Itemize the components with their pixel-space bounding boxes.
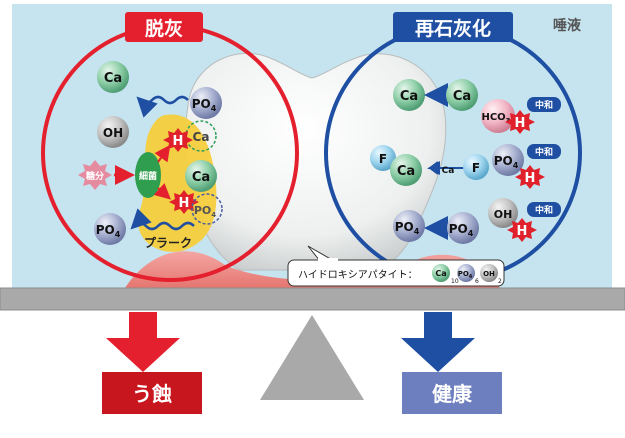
po4-ion-r3b [447, 212, 479, 244]
ca-ion-enamel [185, 160, 217, 192]
bacteria-label: 細菌 [139, 170, 157, 182]
health-outcome-box [402, 372, 502, 414]
po4-ion [190, 87, 222, 119]
oh-label: OH [103, 126, 123, 140]
h-r2-label: H [525, 171, 536, 186]
ca-r1b-label: Ca [453, 89, 471, 104]
bacteria-to-h-arrow-bottom [153, 183, 171, 200]
health-outcome-label: 健康 [432, 382, 473, 406]
health-arrow [401, 312, 475, 372]
h-ion-star-r1 [505, 110, 535, 134]
formula-oh-label: OH [483, 270, 495, 278]
neutralize-badge-2 [527, 144, 561, 159]
ca-dissolving-label: Ca [193, 130, 210, 144]
h-ion-star [163, 128, 193, 152]
oh-ion-r3 [488, 198, 518, 228]
hydroxyapatite-callout [287, 259, 505, 287]
balance-beam [0, 287, 625, 311]
po4-released-label: PO4 [96, 223, 121, 239]
po4-label: PO4 [192, 97, 217, 113]
ca-small-label: Ca [442, 166, 455, 176]
remineral-arrowhead-2 [428, 161, 440, 175]
neutralize-badge-1 [527, 97, 561, 112]
neutralize-label-1: 中和 [535, 99, 553, 111]
neutralize-label-3: 中和 [535, 204, 553, 216]
balance-fulcrum [260, 315, 364, 400]
ca-r1a-label: Ca [400, 89, 418, 104]
ca-ion [97, 61, 129, 93]
h-r1-label: H [515, 116, 526, 131]
h-r3-label: H [517, 224, 528, 239]
h-ion-star-r2 [515, 165, 545, 189]
formula-po4-sub: 6 [475, 278, 479, 285]
f-ion-right [463, 154, 489, 180]
hydroxyapatite-label: ハイドロキシアパタイト： [298, 269, 418, 281]
caries-arrow [106, 312, 180, 372]
ca-ion-fluor [390, 154, 422, 186]
po4-dissolving [191, 193, 223, 225]
ca-fluor-label: Ca [397, 164, 415, 179]
f-left-label: F [379, 152, 387, 166]
ca-enamel-label: Ca [192, 170, 210, 185]
formula-ca-label: Ca [435, 269, 446, 278]
h-label-2: H [179, 196, 190, 211]
caries-outcome-label: う蝕 [132, 382, 172, 406]
sugar-star [78, 160, 112, 190]
po4-ion-r3a [393, 210, 425, 242]
oh-ion [97, 116, 129, 148]
oh-r3-label: OH [494, 208, 513, 221]
po4-r2-label: PO4 [494, 154, 519, 170]
left-title: 脱灰 [145, 17, 183, 40]
formula-po4 [457, 264, 475, 282]
right-title-box [393, 12, 513, 42]
h-ion-star-r3 [507, 218, 537, 242]
dissolve-wave-arrow [136, 95, 189, 118]
plaque-label: プラーク [144, 235, 192, 250]
h-label: H [173, 134, 184, 149]
formula-ca-sub: 10 [451, 278, 459, 285]
saliva-label: 唾液 [553, 17, 582, 34]
po4-r3b-label: PO4 [449, 222, 474, 238]
f-ion-left [370, 145, 396, 171]
formula-oh-sub: 2 [498, 278, 502, 285]
left-title-box [125, 12, 203, 42]
po4-ion-r2 [492, 144, 524, 176]
ca-ion-r1b [446, 79, 478, 111]
right-title: 再石灰化 [415, 17, 491, 40]
ca-ion-r1a [393, 79, 425, 111]
neutralize-badge-3 [527, 202, 561, 217]
ca-label: Ca [104, 71, 122, 86]
sugar-label: 糖分 [86, 170, 104, 182]
bacteria-to-h-arrow-top [154, 144, 171, 163]
neutralize-label-2: 中和 [535, 146, 553, 158]
formula-po4-label: PO4 [458, 270, 473, 280]
formula-ca [432, 264, 450, 282]
dissolve-wave-arrow-2 [130, 208, 195, 231]
caries-outcome-box [102, 372, 202, 414]
po4-ion-released [94, 213, 126, 245]
po4-dissolving-label: PO4 [194, 204, 216, 219]
f-right-label: F [472, 161, 480, 175]
hco3-ion [481, 99, 515, 133]
formula-oh [480, 264, 498, 282]
po4-r3a-label: PO4 [395, 220, 420, 236]
